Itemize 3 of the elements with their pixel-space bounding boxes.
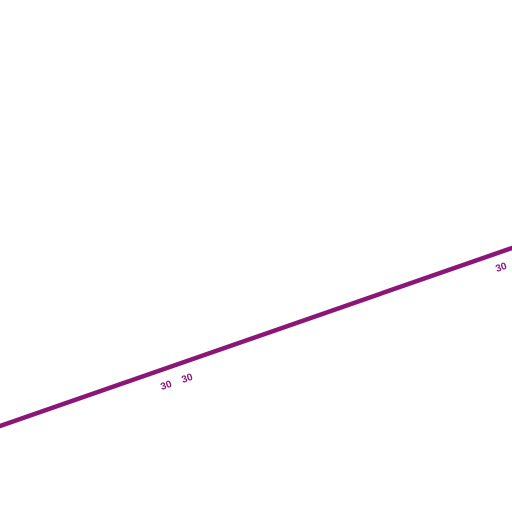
route-number: 30 [182, 374, 192, 382]
route-number: 30 [160, 380, 172, 390]
route-number: 30 [496, 262, 506, 272]
